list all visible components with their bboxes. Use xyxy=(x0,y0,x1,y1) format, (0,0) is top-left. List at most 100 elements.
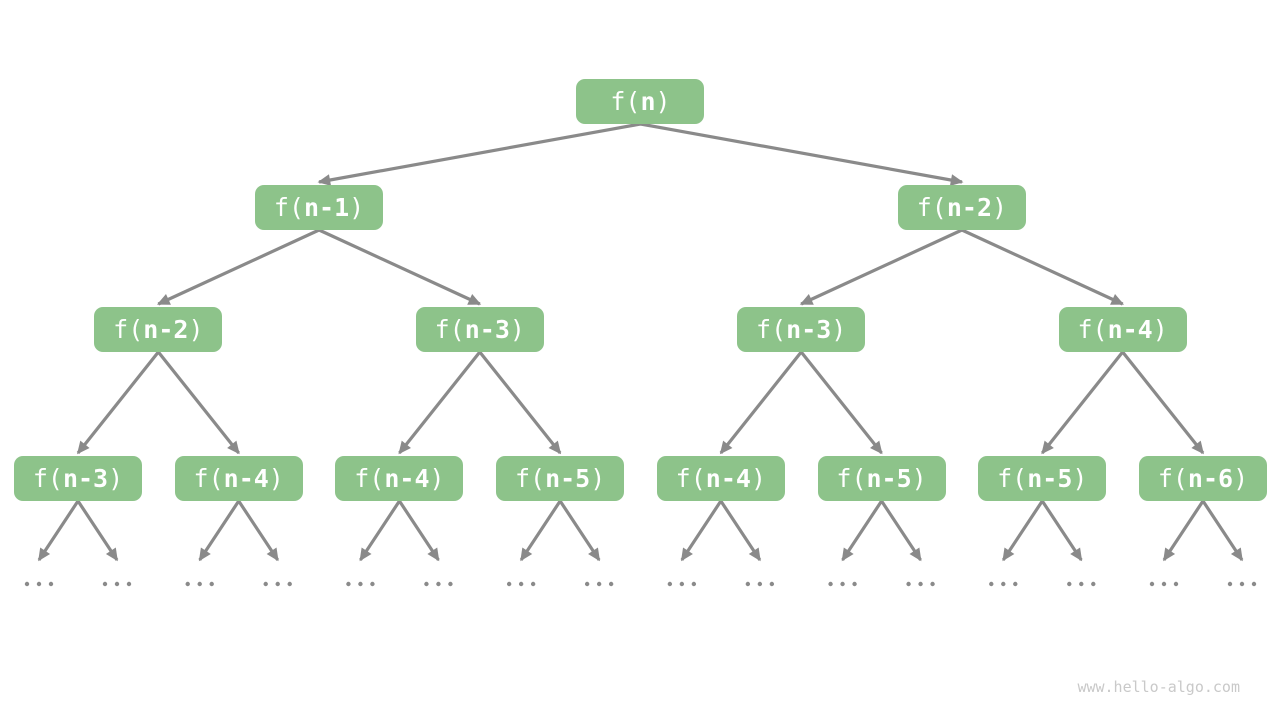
node-label-post: ) xyxy=(509,314,525,344)
ellipsis-dot xyxy=(24,581,30,587)
ellipsis-dot xyxy=(1067,581,1072,587)
ellipsis-dot xyxy=(436,581,441,587)
edge-arrow xyxy=(519,500,562,562)
edge-arrow xyxy=(359,500,401,562)
ellipsis-dot xyxy=(745,581,751,587)
ellipsis-dot xyxy=(346,581,351,587)
node-label-arg: n-4 xyxy=(1107,314,1153,344)
ellipsis-dot xyxy=(691,581,697,587)
edge-arrow xyxy=(198,500,241,562)
node-label-pre: f( xyxy=(32,463,63,493)
ellipsis-dot xyxy=(906,581,911,587)
ellipsis-dot xyxy=(185,581,190,587)
ellipsis-dot xyxy=(530,581,536,587)
node-label-pre: f( xyxy=(1157,463,1188,493)
ellipsis-dot xyxy=(370,581,375,587)
edge-arrow xyxy=(680,500,723,562)
node-label-pre: f( xyxy=(836,463,867,493)
ellipsis-dot xyxy=(1239,581,1245,587)
tree-node-3-2: f(n-4) xyxy=(335,455,464,501)
edge-arrow xyxy=(478,351,562,455)
node-label-arg: n-3 xyxy=(786,314,832,344)
edge-arrow xyxy=(76,500,119,562)
node-label-pre: f( xyxy=(514,463,546,493)
edge-arrow xyxy=(317,122,641,186)
ellipsis-dot xyxy=(1227,581,1233,587)
node-label-pre: f( xyxy=(756,314,787,344)
edge-arrow xyxy=(799,228,963,306)
ellipsis-dot xyxy=(126,581,132,587)
ellipsis-dot xyxy=(358,581,363,587)
node-label-pre: f( xyxy=(916,192,947,222)
node-label-arg: n-3 xyxy=(464,314,510,344)
edge-arrow xyxy=(1162,500,1205,562)
ellipsis-dot xyxy=(48,581,54,587)
ellipsis-dot xyxy=(679,581,685,587)
edge-arrow xyxy=(558,500,601,562)
node-label-arg: n-2 xyxy=(143,314,189,344)
node-label-arg: n-5 xyxy=(1027,463,1073,493)
node-label-arg: n-5 xyxy=(866,463,912,493)
edge-arrow xyxy=(76,351,160,455)
ellipsis-dot xyxy=(1079,581,1084,587)
edge-group xyxy=(37,122,1244,562)
node-label-arg: n-6 xyxy=(1187,463,1234,493)
node-label-post: ) xyxy=(268,463,284,493)
edge-arrow xyxy=(157,351,240,455)
ellipsis-dot xyxy=(584,581,590,587)
node-label-pre: f( xyxy=(675,463,706,493)
tree-node-2-1: f(n-3) xyxy=(415,306,544,352)
ellipsis-dot xyxy=(1013,581,1018,587)
node-label-arg: n-3 xyxy=(62,463,109,493)
node-label-post: ) xyxy=(1072,463,1088,493)
tree-node-2-3: f(n-4) xyxy=(1058,306,1187,352)
node-label-post: ) xyxy=(655,86,671,116)
edge-arrow xyxy=(799,351,883,455)
tree-node-1-1: f(n-2) xyxy=(897,184,1026,230)
tree-node-3-3: f(n-5) xyxy=(496,455,625,501)
ellipsis-dot xyxy=(275,581,280,587)
node-label-post: ) xyxy=(831,314,847,344)
node-label-post: ) xyxy=(590,463,606,493)
edge-arrow xyxy=(961,228,1125,306)
node-label-pre: f( xyxy=(113,314,144,344)
edge-arrow xyxy=(398,500,440,562)
node-label-arg: n-4 xyxy=(223,463,269,493)
node-label-post: ) xyxy=(750,463,766,493)
ellipsis-dot xyxy=(667,581,673,587)
ellipsis-dot xyxy=(608,581,614,587)
ellipsis-dot xyxy=(448,581,453,587)
node-label-pre: f( xyxy=(997,463,1028,493)
watermark: www.hello-algo.com xyxy=(1077,678,1240,696)
edge-arrow xyxy=(237,500,280,562)
ellipsis-dot xyxy=(757,581,763,587)
node-label-post: ) xyxy=(992,192,1008,222)
ellipsis-dot xyxy=(424,581,429,587)
ellipsis-dot xyxy=(989,581,994,587)
edge-arrow xyxy=(1121,351,1205,455)
node-label-post: ) xyxy=(349,192,365,222)
node-label-arg: n-4 xyxy=(705,463,751,493)
node-label-arg: n-4 xyxy=(384,463,430,493)
ellipsis-dot xyxy=(918,581,923,587)
node-label-post: ) xyxy=(429,463,445,493)
node-label-pre: f( xyxy=(1077,314,1108,344)
tree-node-3-7: f(n-6) xyxy=(1138,455,1267,501)
ellipsis-dot xyxy=(1091,581,1096,587)
node-label-post: ) xyxy=(911,463,927,493)
node-label-arg: n-2 xyxy=(946,192,993,222)
tree-node-0-0: f(n) xyxy=(576,78,705,124)
edge-arrow xyxy=(719,351,803,455)
ellipsis-dot xyxy=(1173,581,1179,587)
tree-node-3-5: f(n-5) xyxy=(817,455,946,501)
ellipsis-dot xyxy=(930,581,935,587)
node-label-post: ) xyxy=(108,463,124,493)
node-label-post: ) xyxy=(1152,314,1168,344)
ellipsis-dot xyxy=(1149,581,1155,587)
node-label-arg: n-5 xyxy=(545,463,591,493)
node-label-arg: n-1 xyxy=(304,192,350,222)
ellipsis-dot xyxy=(209,581,214,587)
node-label-pre: f( xyxy=(434,314,465,344)
edge-arrow xyxy=(1040,500,1083,562)
